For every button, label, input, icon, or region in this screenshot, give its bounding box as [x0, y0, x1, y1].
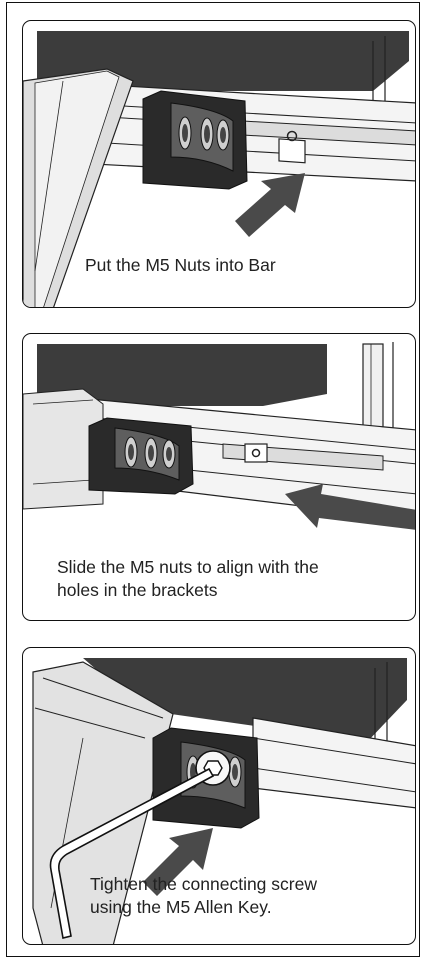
step-1-panel: Put the M5 Nuts into Bar	[22, 20, 416, 308]
step-1-caption: Put the M5 Nuts into Bar	[85, 254, 276, 277]
step-2-panel: Slide the M5 nuts to align with the hole…	[22, 333, 416, 621]
caption-line: using the M5 Allen Key.	[90, 896, 317, 919]
caption-line: Put the M5 Nuts into Bar	[85, 254, 276, 277]
caption-line: holes in the brackets	[57, 579, 319, 602]
direction-arrow-icon	[235, 173, 305, 237]
step-3-caption: Tighten the connecting screw using the M…	[90, 873, 317, 919]
step-2-caption: Slide the M5 nuts to align with the hole…	[57, 556, 319, 602]
caption-line: Tighten the connecting screw	[90, 873, 317, 896]
caption-line: Slide the M5 nuts to align with the	[57, 556, 319, 579]
step-3-panel: Tighten the connecting screw using the M…	[22, 647, 416, 945]
